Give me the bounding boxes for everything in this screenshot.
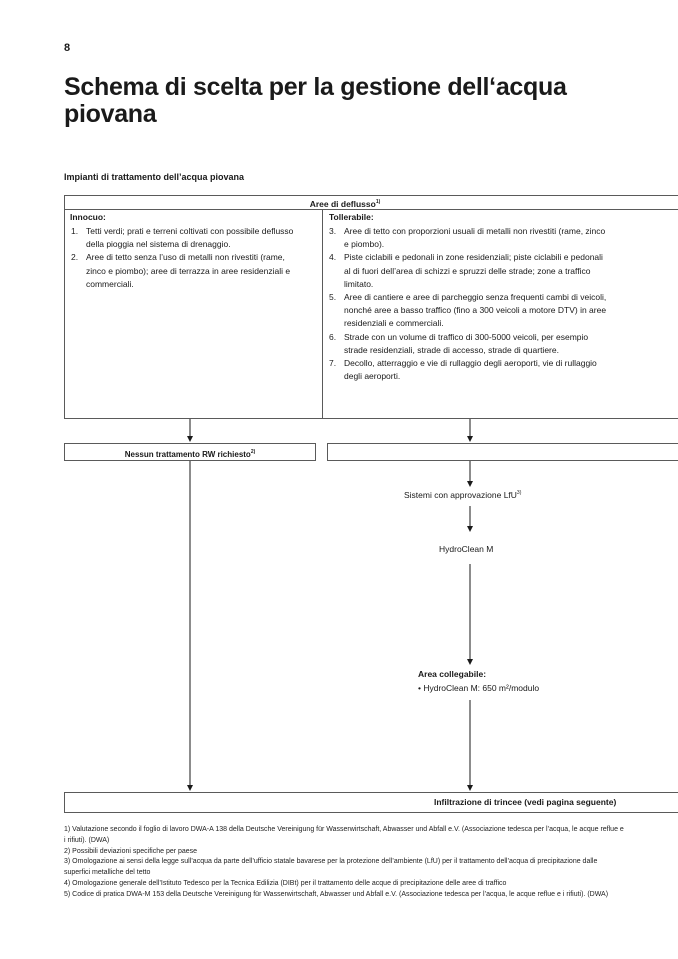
- footnote: 5) Codice di pratica DWA-M 153 della Deu…: [64, 890, 609, 898]
- page-number: 8: [64, 42, 71, 54]
- lfu-systems-label: Sistemi con approvazione LfU3): [404, 490, 522, 500]
- tollerabile-title: Tollerabile:: [329, 212, 374, 222]
- list-item: 7.Decollo, atterraggio e vie di rullaggi…: [329, 358, 597, 382]
- list-item: 1.Tetti verdi; prati e terreni coltivati…: [71, 226, 294, 250]
- list-item: 4.Piste ciclabili e pedonali in zone res…: [329, 252, 603, 289]
- list-item: 5.Aree di cantiere e aree di parcheggio …: [329, 292, 607, 329]
- no-treatment-note: 2): [250, 449, 256, 455]
- innocuo-title: Innocuo:: [70, 212, 106, 222]
- innocuo-list: 1.Tetti verdi; prati e terreni coltivati…: [71, 225, 301, 291]
- footnotes: 1) Valutazione secondo il foglio di lavo…: [64, 825, 624, 901]
- tollerabile-list: 3.Aree di tetto con proporzioni usuali d…: [329, 225, 609, 383]
- areas-table: Innocuo: 1.Tetti verdi; prati e terreni …: [64, 209, 678, 419]
- product-label: HydroClean M: [439, 544, 494, 554]
- areas-header-label: Aree di deflusso: [309, 199, 376, 209]
- areas-header-note: 1): [375, 199, 381, 205]
- footnote: 3) Omologazione ai sensi della legge sul…: [64, 858, 598, 877]
- lfu-note: 3): [516, 490, 522, 496]
- treatment-box: [327, 443, 678, 461]
- no-treatment-box: Nessun trattamento RW richiesto2): [64, 443, 316, 461]
- infiltration-box: Infiltrazione di trincee (vedi pagina se…: [64, 792, 678, 813]
- list-item: 3.Aree di tetto con proporzioni usuali d…: [329, 226, 606, 250]
- no-treatment-label: Nessun trattamento RW richiesto: [124, 450, 251, 459]
- areas-header: Aree di deflusso1): [64, 195, 678, 210]
- list-item: 6.Strade con un volume di traffico di 30…: [329, 331, 589, 355]
- list-item: 2.Aree di tetto senza l’uso di metalli n…: [71, 252, 291, 289]
- section-heading: Impianti di trattamento dell’acqua piova…: [64, 172, 245, 182]
- connectable-area-item: • HydroClean M: 650 m²/modulo: [418, 683, 540, 693]
- footnote: 4) Omologazione generale dell’Istituto T…: [64, 879, 507, 887]
- page-title: Schema di scelta per la gestione dell‘ac…: [64, 73, 567, 128]
- footnote: 2) Possibili deviazioni specifiche per p…: [64, 847, 198, 855]
- column-divider: [322, 210, 323, 418]
- connectable-area-title: Area collegabile:: [418, 669, 487, 679]
- footnote: 1) Valutazione secondo il foglio di lavo…: [64, 826, 624, 844]
- infiltration-label: Infiltrazione di trincee (vedi pagina se…: [434, 797, 617, 807]
